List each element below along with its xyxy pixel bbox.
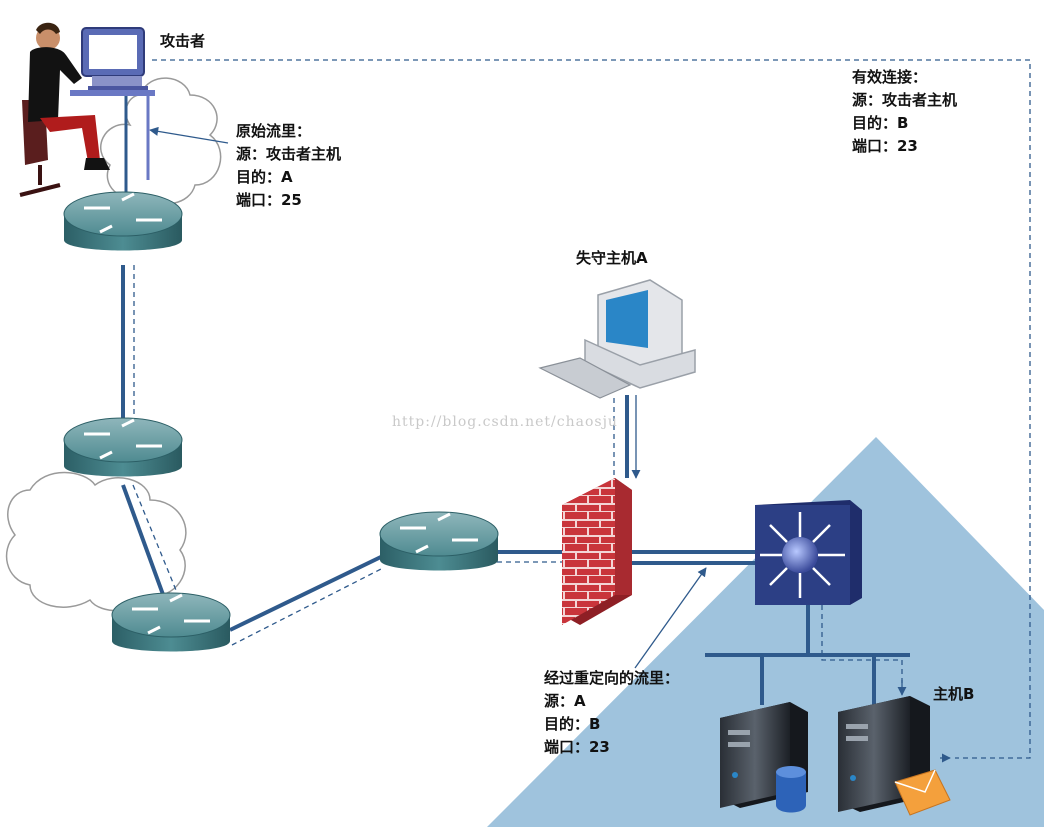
router-icon: [111, 592, 231, 652]
database-icon: [776, 766, 806, 813]
switch-icon: [755, 500, 862, 605]
router-icon: [379, 511, 499, 571]
note-source: 源：攻击者主机: [852, 91, 958, 109]
note-port: 端口：25: [236, 191, 302, 209]
note-heading: 原始流里：: [236, 122, 312, 140]
note-port: 端口：23: [544, 738, 610, 756]
network-links: [121, 265, 910, 705]
original-traffic-note: 原始流里： 源：攻击者主机 目的：A 端口：25: [236, 120, 341, 212]
effective-connection-note: 有效连接： 源：攻击者主机 目的：B 端口：23: [852, 66, 957, 158]
firewall-icon: [562, 478, 632, 625]
cloud-icon: [5, 471, 187, 612]
note-dest: 目的：B: [544, 715, 601, 733]
redirected-traffic-note: 经过重定向的流里： 源：A 目的：B 端口：23: [544, 667, 679, 759]
attacker-person-icon: [19, 22, 155, 197]
note-heading: 经过重定向的流里：: [544, 669, 680, 687]
note-source: 源：攻击者主机: [236, 145, 342, 163]
workstation-icon: [538, 279, 696, 399]
host-b-label: 主机B: [933, 685, 975, 703]
note-heading: 有效连接：: [852, 68, 928, 86]
cloud-icon: [100, 77, 222, 205]
watermark: http://blog.csdn.net/chaosju: [392, 414, 618, 430]
host-a-label: 失守主机A: [576, 249, 648, 267]
note-port: 端口：23: [852, 137, 918, 155]
attacker-label: 攻击者: [160, 32, 206, 50]
envelope-icon: [894, 769, 951, 816]
router-icon: [63, 417, 183, 477]
note-dest: 目的：A: [236, 168, 293, 186]
router-icon: [63, 191, 183, 251]
note-source: 源：A: [544, 692, 586, 710]
note-dest: 目的：B: [852, 114, 909, 132]
traffic-path: [132, 59, 1031, 759]
